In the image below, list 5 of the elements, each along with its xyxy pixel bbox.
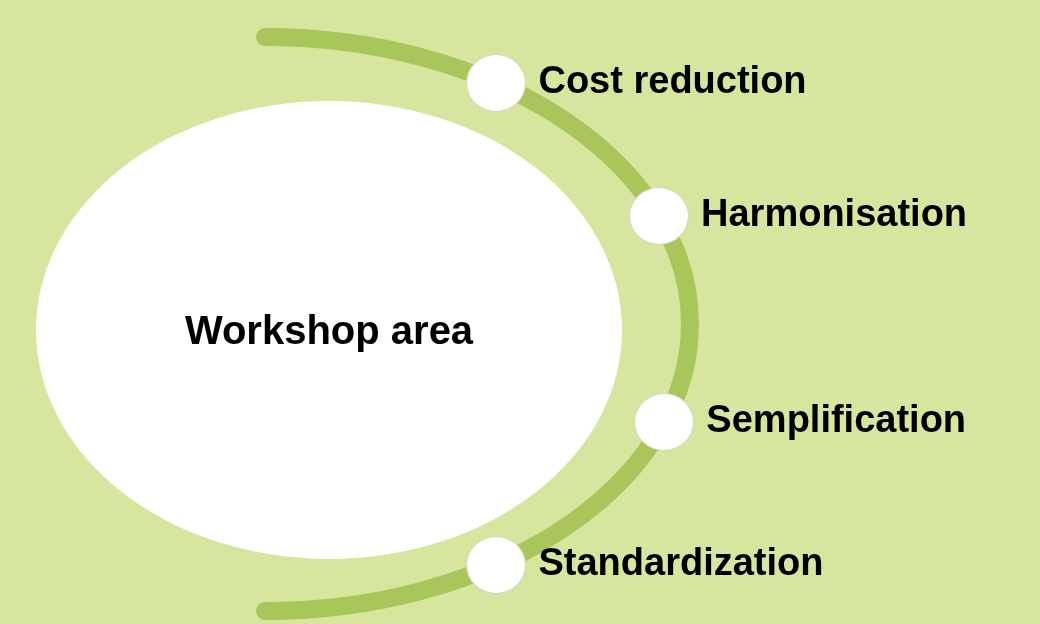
item-label: Harmonisation — [701, 192, 968, 236]
item-label: Cost reduction — [538, 59, 807, 103]
item-label: Semplification — [706, 398, 967, 442]
item-label: Standardization — [538, 540, 824, 584]
area-title: Workshop area — [184, 307, 474, 353]
